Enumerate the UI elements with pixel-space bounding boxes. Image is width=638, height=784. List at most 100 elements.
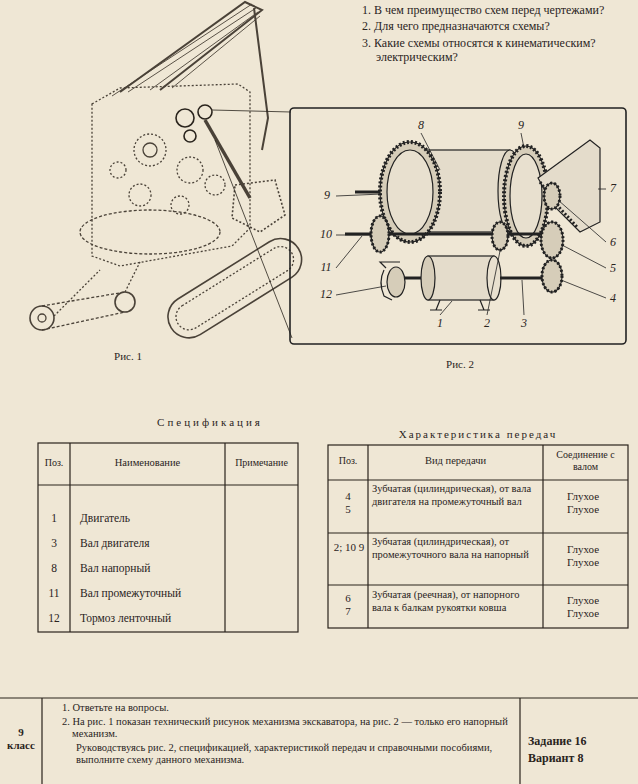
excavator-drawing-part	[42, 292, 125, 330]
mechanism-drawing-part	[290, 108, 626, 344]
task-number: Задание 16	[528, 734, 632, 748]
excavator-drawing-part	[160, 231, 309, 346]
mechanism-drawing-part	[544, 183, 560, 209]
excavator-drawing-part-part	[160, 231, 309, 346]
mechanism-drawing-part	[492, 222, 508, 250]
table-title: Характеристика передач	[328, 428, 628, 441]
grade-label: 9 класс	[3, 726, 39, 752]
mechanism-drawing	[290, 108, 626, 344]
connection-type: Глухое Глухое	[557, 594, 609, 620]
excavator-drawing-part	[184, 130, 196, 142]
table-header: Наименование	[70, 457, 225, 470]
excavator-drawing-part	[134, 134, 166, 166]
mechanism-drawing-part	[538, 140, 600, 232]
question: 2. Для чего предназначаются схемы?	[362, 19, 636, 33]
mechanism-drawing-part	[542, 260, 562, 292]
callout-number: 10	[317, 227, 335, 241]
table-lines-part	[328, 445, 628, 628]
part-name: Вал двигателя	[80, 537, 223, 551]
mechanism-drawing-part	[504, 146, 548, 246]
mechanism-drawing-part	[541, 222, 563, 258]
mechanism-drawing-part	[541, 222, 563, 258]
part-name: Вал напорный	[80, 562, 223, 576]
callout-number: 1	[432, 316, 448, 330]
table-header: Поз.	[38, 457, 70, 469]
mechanism-drawing-part	[510, 154, 542, 238]
excavator-drawing-part	[115, 292, 135, 312]
footer-lines	[0, 698, 638, 784]
mechanism-drawing-part	[544, 183, 560, 209]
mechanism-drawing-part	[421, 256, 435, 300]
mechanism-drawing-part	[430, 300, 490, 310]
mechanism-drawing-part	[428, 256, 494, 300]
task-item: 2. На рис. 1 показан технический рисунок…	[62, 716, 516, 741]
mechanism-drawing-part	[387, 150, 433, 234]
callout-number: 12	[317, 287, 335, 301]
position-number: 2; 10 9	[333, 541, 365, 554]
part-name: Тормоз ленточный	[80, 612, 223, 626]
part-name: Двигатель	[80, 512, 223, 526]
position-number: 3	[38, 537, 70, 551]
excavator-drawing-part-part	[171, 242, 298, 335]
excavator-drawing-part	[205, 175, 225, 195]
table-header: Поз.	[328, 455, 368, 467]
variant-number: Вариант 8	[528, 751, 632, 765]
excavator-drawing-part	[54, 262, 140, 316]
question: 3. Какие схемы относятся к кинематически…	[362, 36, 636, 65]
mechanism-drawing-part	[380, 142, 440, 242]
transmission-type: Зубчатая (цилиндрическая), от вала двига…	[372, 483, 540, 508]
table-lines-part	[38, 443, 298, 632]
mechanism-drawing-part	[371, 216, 389, 252]
callout-number: 9	[513, 118, 529, 132]
callout-number: 3	[516, 316, 532, 330]
callout-number: 8	[413, 118, 429, 132]
mechanism-drawing-part	[492, 222, 508, 250]
excavator-drawing-part	[176, 109, 194, 127]
connection-type: Глухое Глухое	[557, 490, 609, 516]
excavator-drawing-part	[212, 110, 292, 338]
question-list: 1. В чем преимущество схем перед чертежа…	[362, 3, 636, 65]
table-header: Соединение с валом	[543, 449, 628, 473]
mechanism-drawing-part	[336, 133, 606, 315]
part-name: Вал промежуточный	[80, 587, 223, 601]
callout-number: 5	[607, 261, 619, 275]
position-number: 12	[38, 612, 70, 626]
task-text: 1. Ответьте на вопросы.2. На рис. 1 пока…	[62, 702, 516, 767]
table-title: Спецификация	[120, 416, 300, 429]
mechanism-drawing-part	[371, 216, 389, 252]
mechanism-drawing-part	[387, 267, 405, 297]
callout-number: 11	[317, 260, 335, 274]
mechanism-drawing-part	[380, 262, 400, 300]
mechanism-drawing-part	[542, 260, 562, 292]
excavator-drawing-part	[254, 8, 268, 150]
transmission-type: Зубчатая (цилиндрическая), от промежуточ…	[372, 536, 540, 561]
mechanism-drawing-part	[504, 146, 548, 246]
table-lines-part	[38, 443, 298, 632]
position-number: 1	[38, 512, 70, 526]
callout-number: 9	[319, 188, 335, 202]
figure-caption: Рис. 1	[108, 350, 148, 363]
connection-type: Глухое Глухое	[557, 543, 609, 569]
excavator-drawing	[30, 2, 310, 346]
position-number: 8	[38, 562, 70, 576]
callout-number: 2	[479, 316, 495, 330]
callout-number: 6	[607, 235, 619, 249]
excavator-drawing-part	[177, 157, 203, 183]
excavator-drawing-part	[198, 105, 212, 119]
table-header: Примечание	[225, 457, 298, 469]
excavator-drawing-part	[205, 120, 250, 198]
table-lines-part	[328, 445, 628, 628]
task-item: Руководствуясь рис. 2, спецификацией, ха…	[62, 742, 516, 767]
table-header: Вид передачи	[368, 455, 543, 468]
callout-number: 4	[607, 291, 619, 305]
excavator-drawing-part	[30, 306, 54, 330]
position-number: 4 5	[343, 490, 353, 516]
position-number: 11	[38, 587, 70, 601]
mechanism-drawing-part	[540, 182, 578, 228]
excavator-drawing-part	[232, 180, 285, 232]
mechanism-drawing-part	[380, 142, 440, 242]
excavator-drawing-part	[112, 4, 260, 96]
excavator-drawing-part	[92, 84, 250, 266]
